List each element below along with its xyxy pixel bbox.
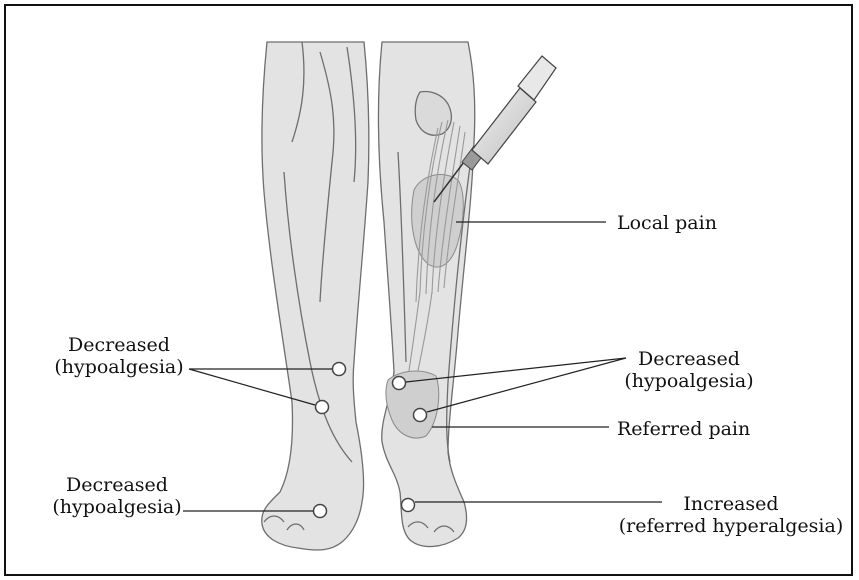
label-right-mid-line2: (hypoalgesia) <box>614 370 764 392</box>
label-left-lower-line1: Decreased <box>42 474 192 496</box>
label-right-lower-increased: Increased (referred hyperalgesia) <box>611 493 851 537</box>
label-right-mid-decreased: Decreased (hypoalgesia) <box>614 348 764 392</box>
test-point-right-ankle-lower <box>414 409 427 422</box>
label-left-upper-decreased: Decreased (hypoalgesia) <box>44 334 194 378</box>
test-point-left-shin <box>333 363 346 376</box>
left-leg <box>262 42 369 550</box>
label-referred-pain: Referred pain <box>617 418 750 440</box>
label-right-mid-line1: Decreased <box>614 348 764 370</box>
label-right-lower-line2: (referred hyperalgesia) <box>611 515 851 537</box>
figure-frame: Local pain Decreased (hypoalgesia) Decre… <box>4 4 853 576</box>
label-left-lower-decreased: Decreased (hypoalgesia) <box>42 474 192 518</box>
right-leg <box>378 42 474 547</box>
label-local-pain: Local pain <box>617 212 717 234</box>
label-right-lower-line1: Increased <box>611 493 851 515</box>
test-point-right-foot <box>402 499 415 512</box>
test-point-left-ankle <box>316 401 329 414</box>
test-point-right-ankle-upper <box>393 377 406 390</box>
label-left-upper-line1: Decreased <box>44 334 194 356</box>
label-left-lower-line2: (hypoalgesia) <box>42 496 192 518</box>
label-left-upper-line2: (hypoalgesia) <box>44 356 194 378</box>
test-point-left-foot <box>314 505 327 518</box>
